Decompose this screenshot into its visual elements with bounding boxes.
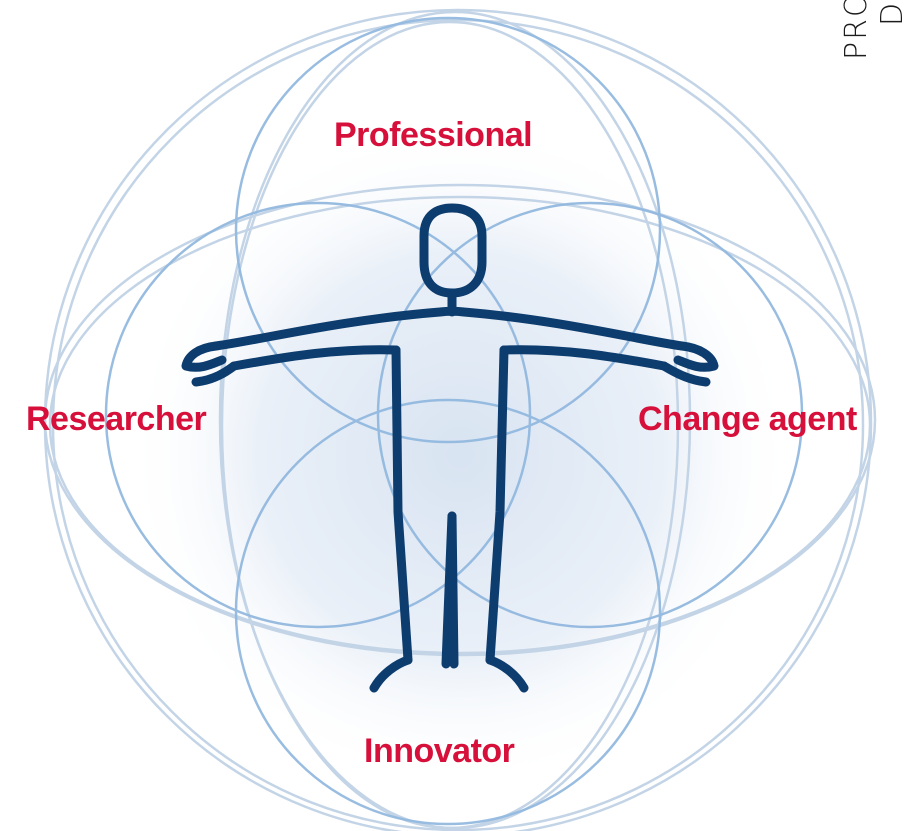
corner-text-line1: PRO	[839, 0, 874, 60]
petal-change-agent	[376, 201, 804, 629]
label-professional: Professional	[334, 116, 533, 154]
outer-ellipse-vertical-2	[220, 20, 680, 830]
outer-rings	[43, 8, 877, 831]
petal-innovator	[234, 398, 662, 826]
outer-circle	[43, 8, 873, 831]
label-researcher: Researcher	[26, 400, 207, 438]
background-glow	[125, 120, 795, 790]
human-figure-icon	[181, 203, 719, 693]
petal-researcher	[104, 201, 532, 629]
corner-text-line2: D	[875, 0, 910, 26]
petal-professional	[234, 16, 662, 444]
outer-circle-2	[51, 18, 865, 831]
role-petals	[104, 16, 804, 826]
label-innovator: Innovator	[364, 732, 515, 770]
label-change-agent: Change agent	[638, 400, 857, 438]
